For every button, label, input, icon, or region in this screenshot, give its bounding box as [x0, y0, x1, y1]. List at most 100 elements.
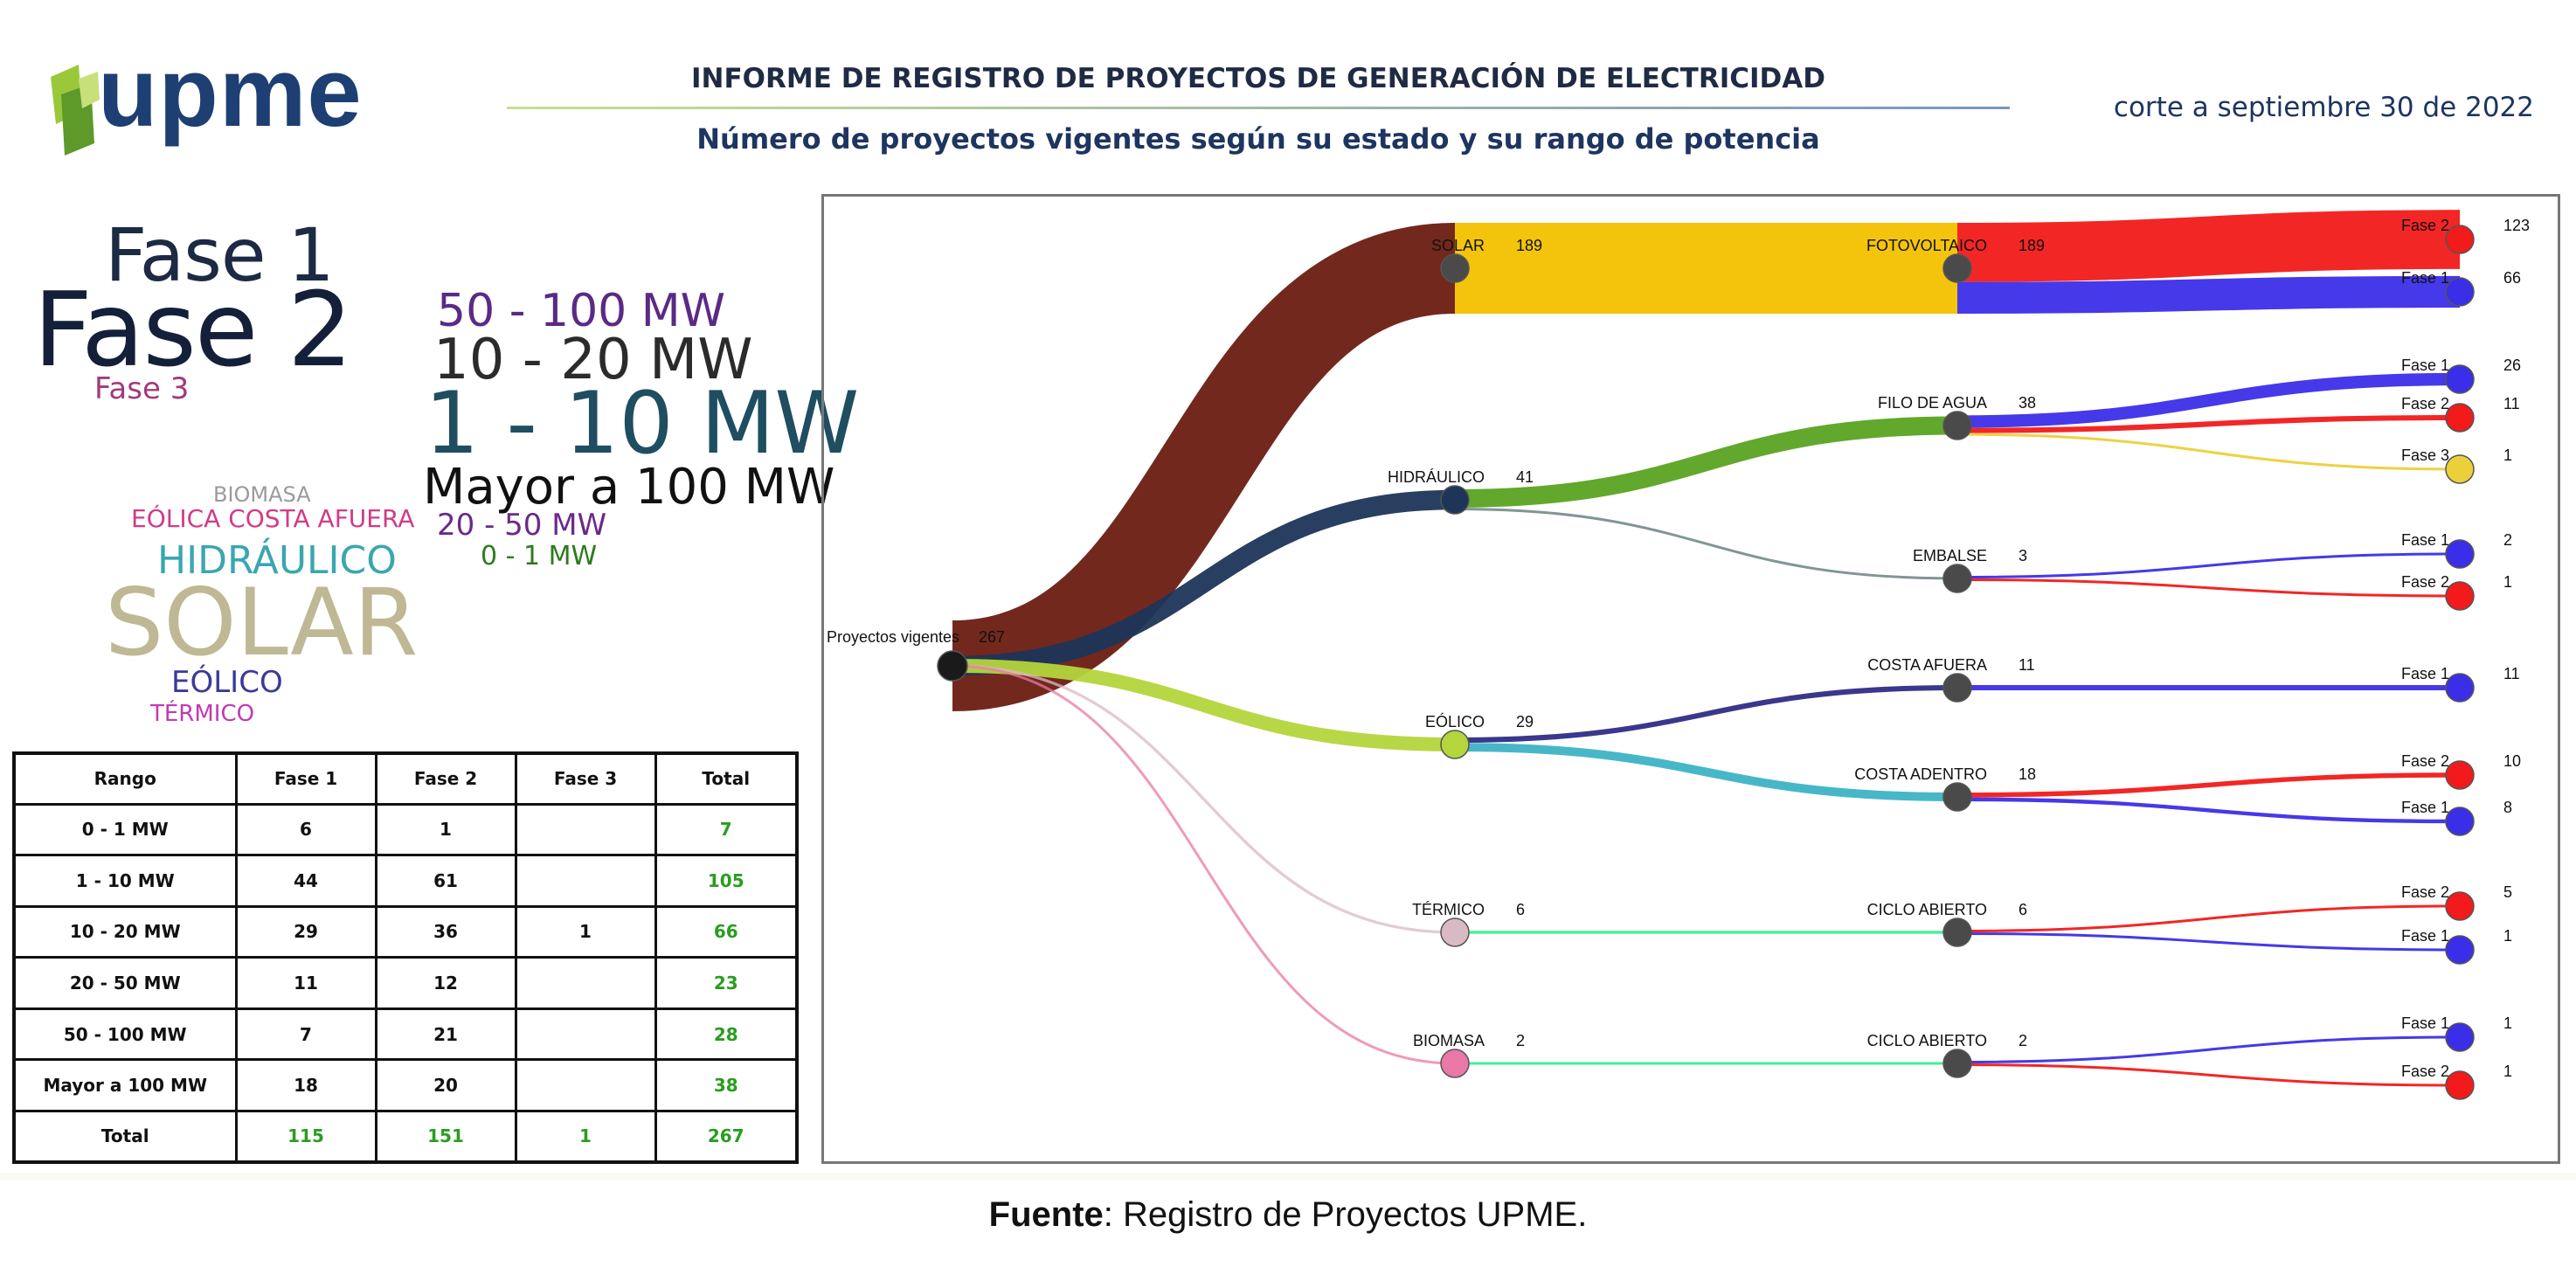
sankey-node-eolico[interactable] — [1440, 730, 1470, 759]
sankey-value-ct_f2: 5 — [2503, 883, 2512, 901]
table-cell: 151 — [374, 1109, 517, 1164]
sankey-label-cb_f2: Fase 2 — [2401, 1063, 2449, 1080]
sankey-link-root-biomasa — [952, 664, 1456, 1065]
table-cell: 61 — [374, 854, 517, 908]
sankey-node-cafuera[interactable] — [1942, 673, 1972, 703]
table-cell: 267 — [654, 1109, 799, 1164]
sankey-value-cafuera: 11 — [2019, 656, 2035, 674]
upme-logo-icon — [51, 65, 100, 156]
sankey-value-biomasa: 2 — [1516, 1032, 1525, 1049]
sankey-link-cicloB-cb_f1 — [1956, 1035, 2461, 1063]
sankey-node-cb_f1[interactable] — [2445, 1022, 2475, 1052]
sankey-node-fv_f2[interactable] — [2445, 225, 2475, 254]
sankey-node-ct_f1[interactable] — [2445, 935, 2475, 965]
sankey-link-embalse-em_f1 — [1956, 552, 2461, 578]
sankey-links — [951, 210, 2461, 1087]
sankey-node-cd_f1[interactable] — [2445, 807, 2475, 836]
sankey-value-fv_f1: 66 — [2503, 269, 2521, 287]
sankey-link-cicloT-ct_f1 — [1956, 932, 2461, 952]
sankey-label-cb_f1: Fase 1 — [2401, 1014, 2449, 1032]
sankey-link-filo-fi_f2 — [1956, 414, 2461, 433]
footer-band — [0, 1173, 2576, 1180]
sankey-node-fv_f1[interactable] — [2445, 277, 2475, 307]
wc-termico: TÉRMICO — [150, 701, 255, 727]
table-total-row: Total 115 151 1 267 — [12, 1109, 799, 1164]
sankey-node-biomasa[interactable] — [1440, 1049, 1470, 1078]
sankey-label-solar: SOLAR — [1431, 237, 1485, 254]
sankey-node-cd_f2[interactable] — [2445, 760, 2475, 790]
sankey-label-fi_f1: Fase 1 — [2401, 357, 2449, 374]
table-row: 20 - 50 MW 11 12 23 — [12, 956, 799, 1010]
wc-solar: SOLAR — [105, 569, 419, 676]
sankey-label-cafuera: COSTA AFUERA — [1867, 656, 1987, 674]
sankey-label-termico: TÉRMICO — [1412, 901, 1485, 918]
sankey-node-fotov[interactable] — [1942, 253, 1972, 283]
sankey-label-cadentro: COSTA ADENTRO — [1854, 765, 1987, 783]
sankey-label-em_f2: Fase 2 — [2401, 573, 2449, 591]
table-cell: 6 — [234, 802, 377, 857]
sankey-value-cicloB: 2 — [2019, 1032, 2027, 1049]
report-title: INFORME DE REGISTRO DE PROYECTOS DE GENE… — [691, 63, 1825, 94]
table-cell: 66 — [654, 904, 799, 959]
table-header: Fase 3 — [514, 751, 657, 806]
sankey-link-cadentro-cd_f1 — [1956, 797, 2461, 824]
table-cell — [514, 1058, 657, 1112]
sankey-node-cicloB[interactable] — [1942, 1049, 1972, 1078]
sankey-link-fotov-fv_f1 — [1956, 275, 2461, 314]
sankey-value-ca_f1: 11 — [2503, 665, 2520, 682]
source-label: Fuente — [988, 1195, 1104, 1234]
sankey-node-fi_f1[interactable] — [2445, 364, 2475, 394]
source-note: Fuente: Registro de Proyectos UPME. — [0, 1195, 2576, 1235]
sankey-node-embalse[interactable] — [1942, 564, 1972, 593]
wc-range-20-50: 20 - 50 MW — [437, 508, 607, 543]
table-cell: Total — [12, 1109, 238, 1164]
sankey-link-root-eolico — [952, 659, 1456, 751]
report-subtitle: Número de proyectos vigentes según su es… — [696, 122, 1820, 156]
sankey-value-cadentro: 18 — [2019, 765, 2036, 783]
sankey-node-solar[interactable] — [1440, 253, 1470, 283]
table-cell: 11 — [234, 956, 377, 1010]
sankey-value-fv_f2: 123 — [2503, 217, 2530, 234]
sankey-link-filo-fi_f1 — [1956, 372, 2461, 428]
sankey-value-solar: 189 — [1516, 237, 1542, 254]
sankey-node-em_f1[interactable] — [2445, 539, 2475, 569]
sankey-link-hidro-embalse — [1454, 507, 1958, 580]
sankey-node-termico[interactable] — [1440, 917, 1470, 947]
sankey-node-fi_f3[interactable] — [2445, 454, 2475, 484]
projects-table: Rango Fase 1 Fase 2 Fase 3 Total 0 - 1 M… — [12, 751, 799, 1164]
sankey-label-em_f1: Fase 1 — [2401, 531, 2449, 549]
sankey-value-eolico: 29 — [1516, 713, 1534, 730]
table-cell: 44 — [234, 854, 377, 908]
wc-range-50-100: 50 - 100 MW — [437, 285, 726, 337]
sankey-label-cd_f1: Fase 1 — [2401, 799, 2449, 816]
sankey-label-ct_f2: Fase 2 — [2401, 883, 2449, 901]
sankey-label-cicloT: CICLO ABIERTO — [1867, 901, 1987, 918]
sankey-label-eolico: EÓLICO — [1425, 712, 1485, 730]
sankey-node-fi_f2[interactable] — [2445, 403, 2475, 433]
wc-eolico: EÓLICO — [171, 665, 283, 700]
sankey-node-root[interactable] — [937, 650, 968, 682]
table-header: Rango — [12, 751, 238, 806]
sankey-node-filo[interactable] — [1942, 411, 1972, 440]
sankey-node-ct_f2[interactable] — [2445, 891, 2475, 921]
table-cell: 1 — [374, 802, 517, 857]
sankey-link-root-solar — [951, 223, 1457, 711]
table-cell: 115 — [234, 1109, 377, 1164]
sankey-label-fv_f1: Fase 1 — [2401, 269, 2449, 287]
sankey-node-ca_f1[interactable] — [2445, 673, 2475, 703]
sankey-node-cadentro[interactable] — [1942, 782, 1972, 812]
sankey-value-fi_f1: 26 — [2503, 357, 2521, 374]
sankey-value-em_f2: 1 — [2503, 573, 2512, 591]
sankey-value-termico: 6 — [1516, 901, 1525, 918]
table-cell: 7 — [234, 1007, 377, 1062]
table-header-row: Rango Fase 1 Fase 2 Fase 3 Total — [12, 751, 799, 806]
sankey-node-hidro[interactable] — [1440, 485, 1470, 515]
sankey-node-em_f2[interactable] — [2445, 581, 2475, 611]
sankey-value-em_f1: 2 — [2503, 531, 2512, 549]
sankey-node-cb_f2[interactable] — [2445, 1070, 2475, 1100]
sankey-node-cicloT[interactable] — [1942, 917, 1972, 947]
wc-range-10-20: 10 - 20 MW — [433, 328, 753, 392]
table-cell: 18 — [234, 1058, 377, 1112]
